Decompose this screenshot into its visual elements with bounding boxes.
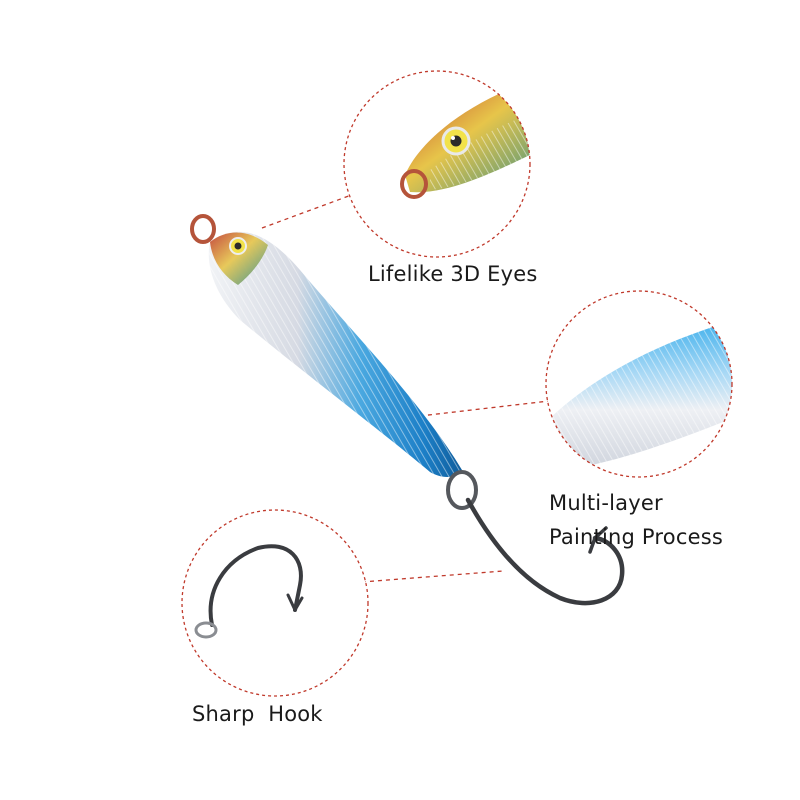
split-ring bbox=[446, 470, 478, 510]
connector-paint bbox=[419, 400, 550, 417]
split-ring-zoom bbox=[400, 169, 428, 199]
label-painting-line2: Painting Process bbox=[549, 525, 723, 549]
assist-hook bbox=[465, 497, 625, 606]
label-sharp-hook: Sharp Hook bbox=[192, 702, 323, 726]
hook-zoom bbox=[208, 544, 303, 627]
label-painting-line1: Multi-layer bbox=[549, 491, 663, 515]
metal-jig-lure bbox=[190, 214, 625, 606]
connector-eyes bbox=[261, 189, 366, 229]
label-lifelike-eyes: Lifelike 3D Eyes bbox=[368, 262, 538, 286]
connector-hook bbox=[361, 570, 504, 583]
front-eyelet bbox=[190, 214, 216, 244]
callout-eyes bbox=[343, 70, 531, 258]
callout-paint bbox=[545, 290, 733, 478]
callout-hook bbox=[181, 509, 369, 697]
label-painting-process: Multi-layer Painting Process bbox=[549, 486, 723, 554]
